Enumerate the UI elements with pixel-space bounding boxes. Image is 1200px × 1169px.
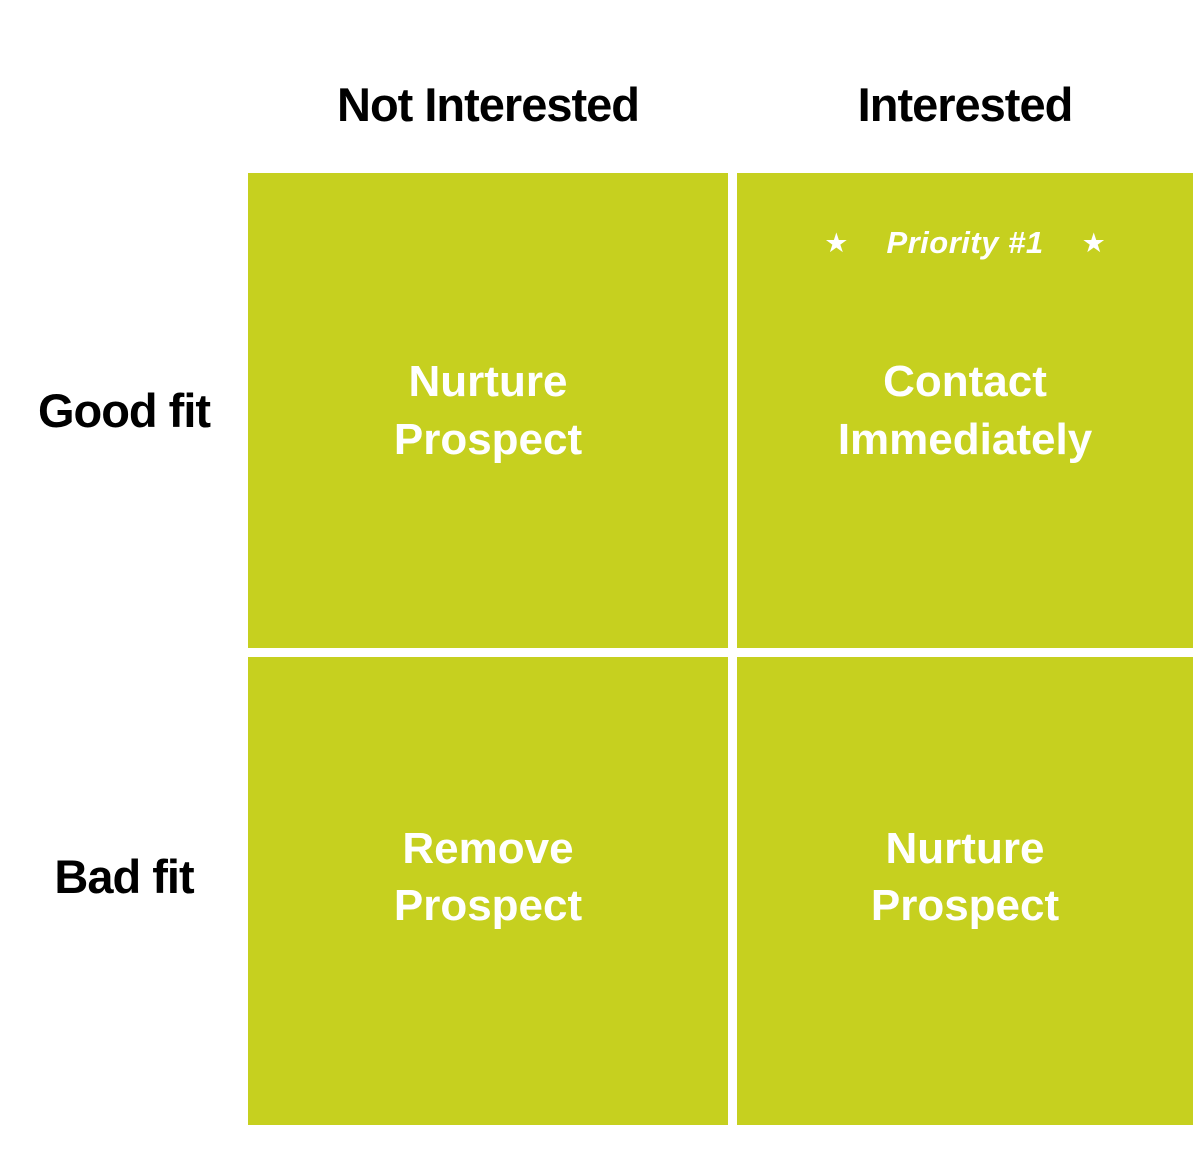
- quadrant-bad-fit-interested: Nurture Prospect: [737, 657, 1193, 1125]
- column-header-interested: Interested: [857, 77, 1074, 131]
- star-icon: ★: [1081, 227, 1106, 258]
- quadrant-label-nurture-prospect: Nurture Prospect: [871, 820, 1059, 934]
- quadrant-label-line: Remove: [402, 823, 574, 873]
- quadrant-good-fit-interested: ★ Priority #1 ★ Contact Immediately: [737, 173, 1193, 648]
- star-icon: ★: [824, 227, 849, 258]
- priority-badge-text: Priority #1: [886, 225, 1044, 260]
- quadrant-good-fit-not-interested: Nurture Prospect: [248, 173, 728, 648]
- column-header-not-interested: Not Interested: [337, 77, 640, 131]
- quadrant-label-remove-prospect: Remove Prospect: [394, 820, 582, 934]
- priority-badge: ★ Priority #1 ★: [737, 225, 1193, 261]
- quadrant-label-line: Prospect: [393, 414, 583, 464]
- quadrant-label-nurture-prospect: Nurture Prospect: [394, 353, 582, 467]
- quadrant-label-contact-immediately: Contact Immediately: [838, 353, 1092, 467]
- matrix-grid: Nurture Prospect ★ Priority #1 ★ Contact…: [248, 173, 1193, 1125]
- quadrant-label-line: Prospect: [870, 881, 1060, 930]
- quadrant-label-line: Nurture: [408, 357, 568, 407]
- row-label-bad-fit: Bad fit: [54, 849, 194, 903]
- quadrant-label-line: Prospect: [393, 881, 583, 930]
- quadrant-bad-fit-not-interested: Remove Prospect: [248, 657, 728, 1125]
- quadrant-label-line: Nurture: [885, 823, 1045, 873]
- quadrant-label-line: Contact: [883, 357, 1047, 407]
- quadrant-label-line: Immediately: [837, 414, 1093, 464]
- row-label-good-fit: Good fit: [37, 384, 211, 437]
